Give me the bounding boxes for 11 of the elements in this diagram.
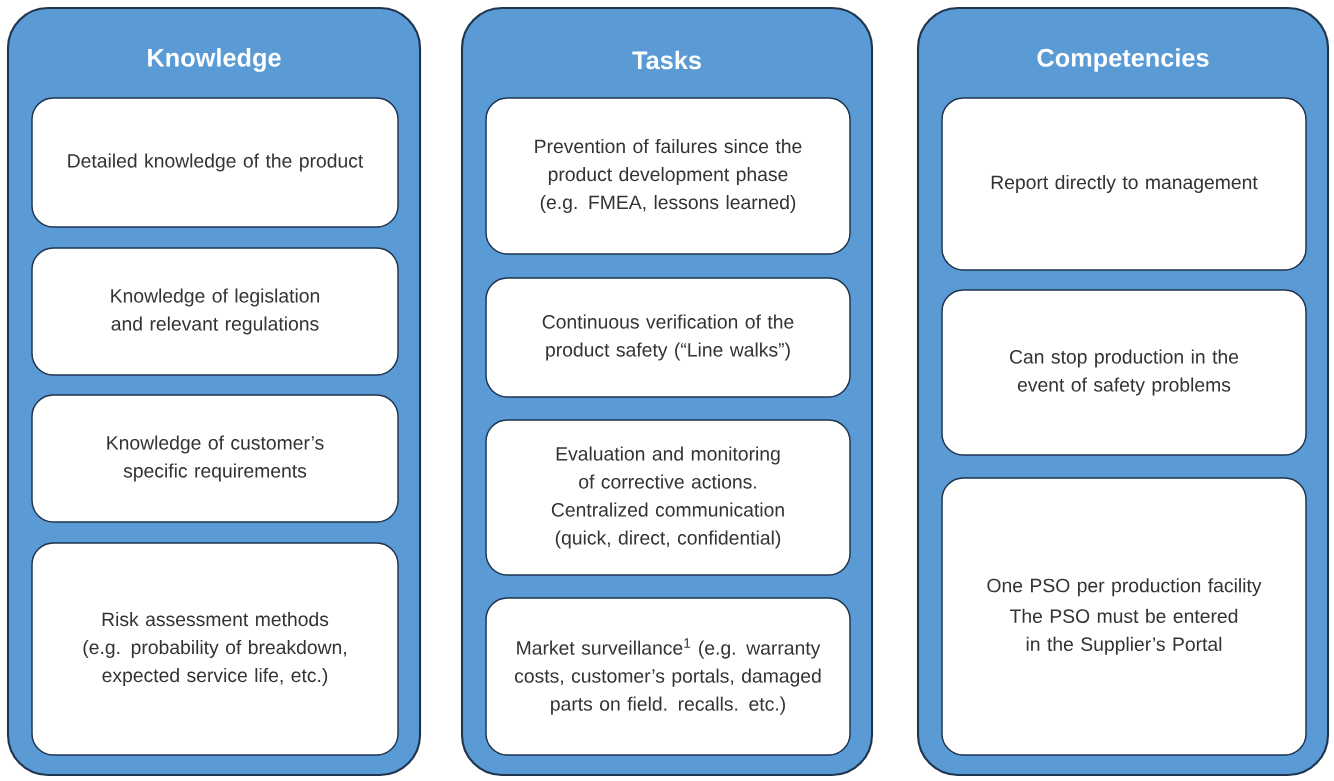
text-box: Risk assessment methods (e.g. probability of breakdown, expected service life, etc.) (31, 542, 399, 756)
text-box: Market surveillance$^{1}$ (e.g. warranty costs, customer’s portals, damaged parts on field. recalls. etc.) (485, 597, 851, 756)
text-box: Detailed knowledge of the product (31, 97, 399, 228)
text-box: Knowledge of customer’s specific requirements (31, 394, 399, 523)
text-box: Knowledge of legislation and relevant regulations (31, 247, 399, 376)
text-box: Prevention of failures since the product development phase (e.g. FMEA, lessons learned) (485, 97, 851, 255)
text-box: Continuous verification of the product safety (“Line walks”) (485, 277, 851, 398)
text-box: One PSO per production facility The PSO must be entered in the Supplier’s Portal (941, 477, 1307, 756)
text-box: Can stop production in the event of safety problems (941, 289, 1307, 456)
text-box: Report directly to management (941, 97, 1307, 271)
text-box: Evaluation and monitoring of corrective actions. Centralized communication (quick, direct, confidential) (485, 419, 851, 576)
